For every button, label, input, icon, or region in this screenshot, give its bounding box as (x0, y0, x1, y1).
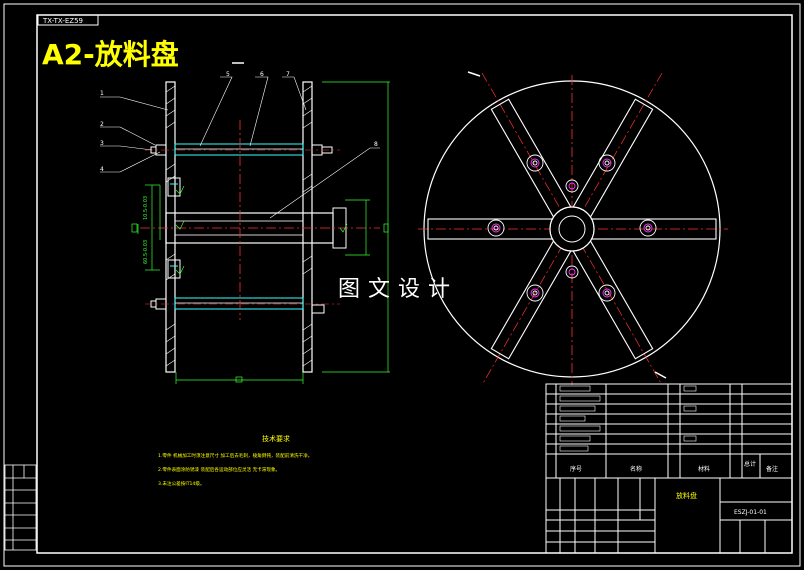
balloon-7: 7 (286, 71, 290, 78)
part-balloons: 1 2 3 4 5 6 7 8 (100, 71, 378, 173)
section-view: 10.5-0.03 60.5-0.03 1 2 3 4 5 6 (100, 71, 390, 384)
tech-req-line-1: 1.零件 机械加工时须注意尺寸 加工后去毛刺，棱角倒钝，装配前清洗干净。 (158, 452, 312, 459)
balloon-2: 2 (100, 121, 104, 128)
svg-text:60.5-0.03: 60.5-0.03 (143, 240, 149, 264)
hub-outer (549, 206, 595, 252)
balloon-4: 4 (100, 166, 104, 173)
part-name: 放料盘 (676, 491, 697, 500)
watermark-text: 图文设计 (338, 277, 458, 302)
header-remark: 备注 (766, 465, 778, 473)
title-block: 序号 名称 材料 总计 备注 放料盘 ESZJ-01-01 (545, 383, 793, 554)
tech-req-line-3: 3.未注公差按IT14级。 (158, 480, 205, 487)
clamp-bolts (487, 154, 657, 302)
balloon-1: 1 (100, 90, 104, 97)
balloon-3: 3 (100, 140, 104, 147)
side-strip-table (4, 464, 37, 551)
balloon-5: 5 (226, 71, 230, 78)
balloon-8: 8 (374, 141, 378, 148)
drawing-number: ESZJ-01-01 (734, 509, 767, 516)
top-rod (174, 143, 304, 156)
drawing-title: A2-放料盘 (42, 38, 179, 71)
tech-req-title: 技术要求 (262, 434, 290, 443)
leader-lines (100, 76, 380, 219)
bottom-rod (174, 297, 304, 310)
header-seq: 序号 (570, 465, 582, 473)
technical-requirements: 技术要求 1.零件 机械加工时须注意尺寸 加工后去毛刺，棱角倒钝，装配前清洗干净… (158, 434, 312, 487)
tech-req-line-2: 2.零件表面涂防锈漆 装配后各运动部位应灵活 无卡滞现象。 (158, 466, 280, 473)
inner-frame (36, 14, 793, 554)
section-dimensions (131, 81, 390, 384)
balloon-6: 6 (260, 71, 264, 78)
drawing-code: TX-TX-EZ59 (42, 17, 83, 25)
bottom-nut-right (311, 304, 325, 314)
outer-border (3, 3, 801, 567)
code-box (37, 14, 99, 26)
header-total: 总计 (744, 460, 756, 468)
header-name: 名称 (630, 465, 642, 473)
header-material: 材料 (698, 465, 710, 473)
hub-block-bottom (167, 259, 181, 279)
hub-block-top (167, 177, 181, 197)
front-view (418, 71, 728, 386)
plate-hatching (165, 85, 313, 367)
svg-text:10.5-0.03: 10.5-0.03 (143, 196, 149, 220)
hub-bore (558, 215, 586, 243)
